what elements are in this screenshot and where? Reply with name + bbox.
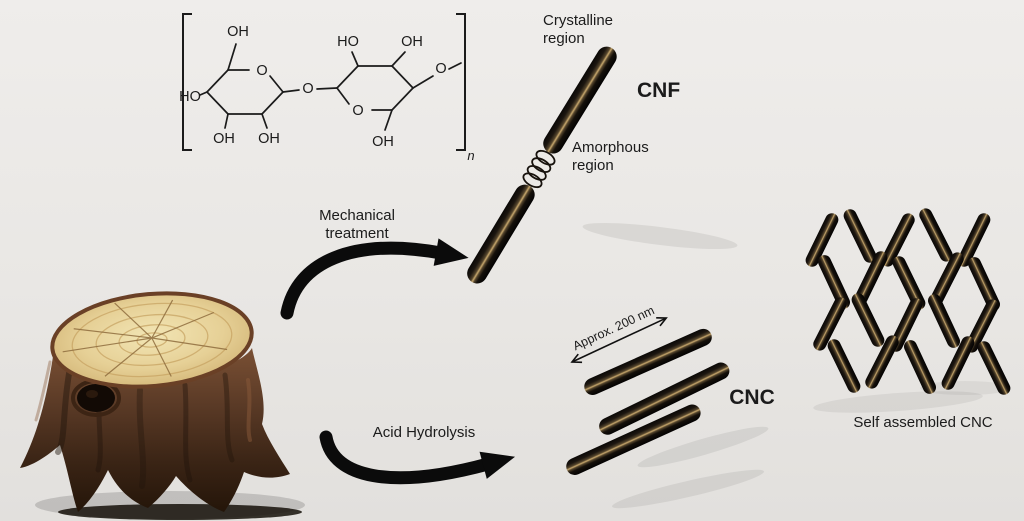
atom-ho-top-right-ring: HO bbox=[337, 34, 359, 50]
amorphous-region-label-line1: Amorphous bbox=[572, 139, 649, 156]
repeat-subscript-n: n bbox=[467, 148, 474, 163]
atom-labels: OH HO OH OH O O HO OH O OH O n bbox=[179, 24, 474, 163]
atom-o-ring-left: O bbox=[256, 63, 267, 79]
cnf-amorphous-coil bbox=[522, 149, 556, 189]
atom-oh-ch2-right: OH bbox=[372, 134, 394, 150]
cnf-upper-segment bbox=[543, 46, 617, 154]
bark-texture bbox=[34, 360, 252, 489]
cnc-label: CNC bbox=[729, 386, 775, 409]
atom-oh-bottom-1: OH bbox=[213, 131, 235, 147]
atom-oh-bottom-2: OH bbox=[258, 131, 280, 147]
atom-ho-left: HO bbox=[179, 89, 201, 105]
cnc-rod-1 bbox=[584, 328, 712, 396]
cnc-rod-3 bbox=[566, 404, 701, 475]
amorphous-region-label-line2: region bbox=[572, 157, 614, 174]
cnf-label: CNF bbox=[637, 79, 680, 102]
atom-oh-ch2-left: OH bbox=[227, 24, 249, 40]
structure-brackets bbox=[182, 13, 466, 151]
acid-hydrolysis-label: Acid Hydrolysis bbox=[373, 424, 476, 441]
mechanical-treatment-label-line1: Mechanical bbox=[319, 207, 395, 224]
atom-o-ring-right: O bbox=[352, 103, 363, 119]
tree-stump bbox=[20, 291, 302, 520]
mechanical-treatment-label-line2: treatment bbox=[325, 225, 389, 242]
mechanical-treatment-arrow bbox=[280, 238, 469, 320]
acid-hydrolysis-arrow bbox=[319, 430, 516, 485]
self-assembled-cnc-label: Self assembled CNC bbox=[853, 414, 992, 431]
atom-o-terminal: O bbox=[435, 61, 446, 77]
cellulose-structure: OH HO OH OH O O HO OH O OH O n bbox=[179, 13, 475, 163]
stump-ground-shadow bbox=[58, 504, 302, 520]
growth-rings bbox=[71, 302, 233, 378]
crystalline-region-label-line2: region bbox=[543, 30, 585, 47]
scale-double-arrow bbox=[570, 316, 668, 364]
stump-top-surface bbox=[50, 291, 254, 389]
atom-o-glycosidic: O bbox=[302, 81, 313, 97]
figure-labels: Crystalline region CNF Amorphous region … bbox=[319, 12, 993, 441]
atom-oh-top-right-ring: OH bbox=[401, 34, 423, 50]
cnc-rod-2 bbox=[599, 362, 730, 435]
top-cracks bbox=[62, 299, 228, 377]
crystalline-region-label-line1: Crystalline bbox=[543, 12, 613, 29]
cnf-lower-segment bbox=[467, 184, 535, 284]
self-assembled-cnc-cluster bbox=[803, 206, 1013, 397]
cnf-illustration bbox=[467, 46, 617, 284]
structure-bonds bbox=[199, 43, 462, 131]
